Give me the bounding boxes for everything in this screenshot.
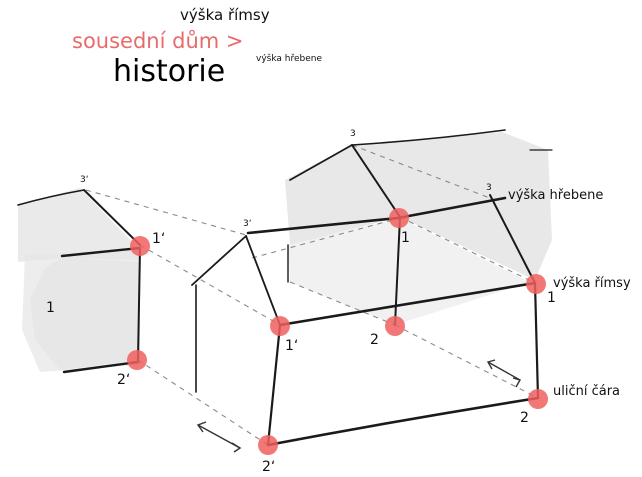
point-label-right-1-top: 1 [401, 230, 410, 246]
marker-right-2-corner [528, 389, 548, 409]
point-label-mid-2p: 2‘ [262, 459, 275, 475]
marker-right-1-corner [526, 274, 546, 294]
point-label-mid-1p: 1‘ [285, 338, 298, 354]
point-label-right-2-corner: 2 [520, 410, 529, 426]
title-cornice-height: výška římsy [180, 6, 270, 24]
point-label-left-2p: 2‘ [117, 372, 130, 388]
marker-left-1p [130, 236, 150, 256]
label-cornice-height: výška římsy [553, 276, 631, 291]
marker-mid-2p [258, 435, 278, 455]
marker-mid-1p [270, 316, 290, 336]
markers [127, 208, 548, 455]
width-arrows [196, 359, 522, 453]
label-street-line: uliční čára [553, 384, 620, 399]
left-house-shading-2 [22, 250, 140, 372]
arrow-right [487, 361, 521, 381]
apex-label-left: 3‘ [80, 175, 89, 185]
apex-label-mid: 3‘ [243, 219, 252, 229]
title-neighbor-house: sousední dům > [72, 29, 244, 53]
title-history: historie [113, 54, 226, 89]
title-ridge-height: výška hřebene [256, 54, 323, 64]
marker-right-2-mid [385, 316, 405, 336]
marker-right-1-top [389, 208, 409, 228]
apex-label-right-b: 3 [486, 183, 492, 193]
marker-left-2p [127, 350, 147, 370]
apex-label-right-a: 3 [350, 129, 356, 139]
shading-layer [18, 132, 552, 372]
point-label-left-1p: 1‘ [152, 231, 165, 247]
point-label-right-1-corner: 1 [547, 290, 556, 306]
point-label-right-2-mid: 2 [370, 332, 379, 348]
label-ridge-height: výška hřebene [508, 188, 603, 203]
dashed-guides [85, 144, 539, 446]
sketch-lines [17, 129, 553, 447]
right-house-roof-shading [285, 132, 552, 280]
left-wall-number: 1 [46, 300, 55, 316]
right-house-wall-shading [288, 218, 530, 325]
